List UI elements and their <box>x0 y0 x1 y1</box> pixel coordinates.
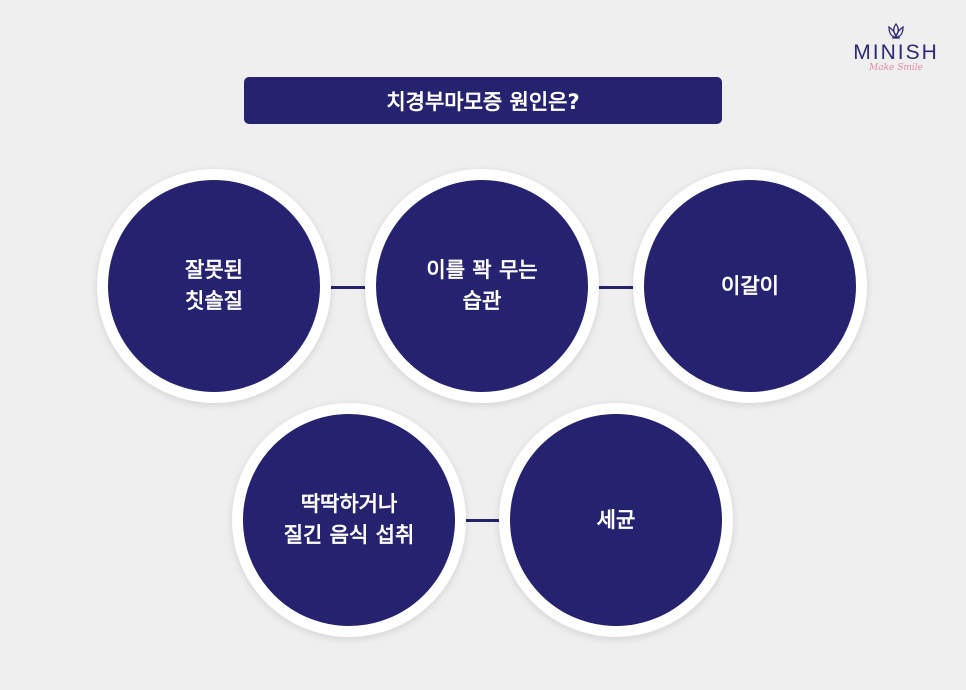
cause-text: 칫솔질 <box>185 289 243 313</box>
cause-text: 습관 <box>462 289 502 313</box>
logo-brand: MINISH <box>853 41 939 64</box>
page-title: 치경부마모증 원인은? <box>244 77 722 124</box>
connector-line <box>330 286 370 289</box>
minish-logo: MINISH Make Smile <box>846 22 946 73</box>
cause-circle-3: 이갈이 <box>633 169 867 403</box>
cause-text: 이갈이 <box>721 273 779 298</box>
cause-text: 이를 꽉 무는 <box>426 258 538 282</box>
tulip-icon <box>888 22 904 39</box>
cause-text: 딱딱하거나 <box>300 492 398 516</box>
cause-text: 잘못된 <box>185 258 243 282</box>
logo-tagline: Make Smile <box>868 63 923 73</box>
connector-line <box>463 519 503 522</box>
cause-circle-5: 세균 <box>499 403 733 637</box>
cause-text: 질긴 음식 섭취 <box>283 523 415 547</box>
cause-text: 세균 <box>596 507 636 532</box>
connector-line <box>597 286 637 289</box>
